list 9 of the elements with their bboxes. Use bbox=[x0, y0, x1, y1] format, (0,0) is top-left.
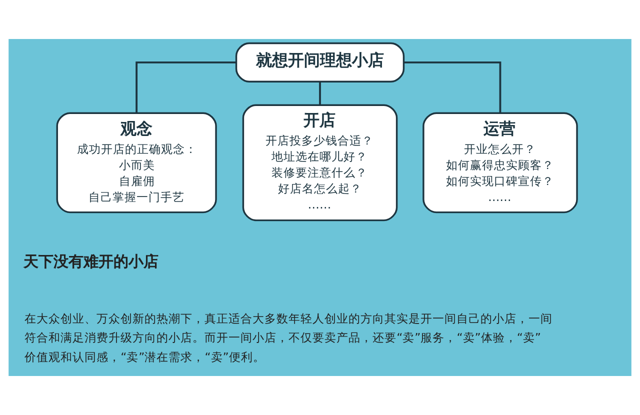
label: 在大众创业、万众创新的热潮下，真正适合大多数年轻人创业的方向其实是开一间自己的小店，一间符合和满足消费升级方向的小店。而开一间小店，不仅要卖产品，还要“卖”服务，“卖”体验，“卖”价值观和认同感，“卖”潜在需求，“卖”便利。 bbox=[24, 311, 553, 364]
node-box: 观念 成功开店的正确观念： 小而美 自雇佣 自己掌握一门手艺 bbox=[56, 112, 217, 214]
connector bbox=[136, 62, 236, 113]
label: 天下没有难开的小店 bbox=[24, 252, 159, 270]
node-box: 运营 开业怎么开？ 如何赢得忠实顾客？ 如何实现口碑宣传？ …… bbox=[422, 112, 578, 214]
node-box: 就想开间理想小店 bbox=[235, 42, 405, 83]
connector bbox=[319, 82, 321, 106]
node-box: 开店 开店投多少钱合适？ 地址选在哪儿好？ 装修要注意什么？ 好店名怎么起？ …… bbox=[242, 104, 398, 222]
connector bbox=[404, 62, 502, 113]
